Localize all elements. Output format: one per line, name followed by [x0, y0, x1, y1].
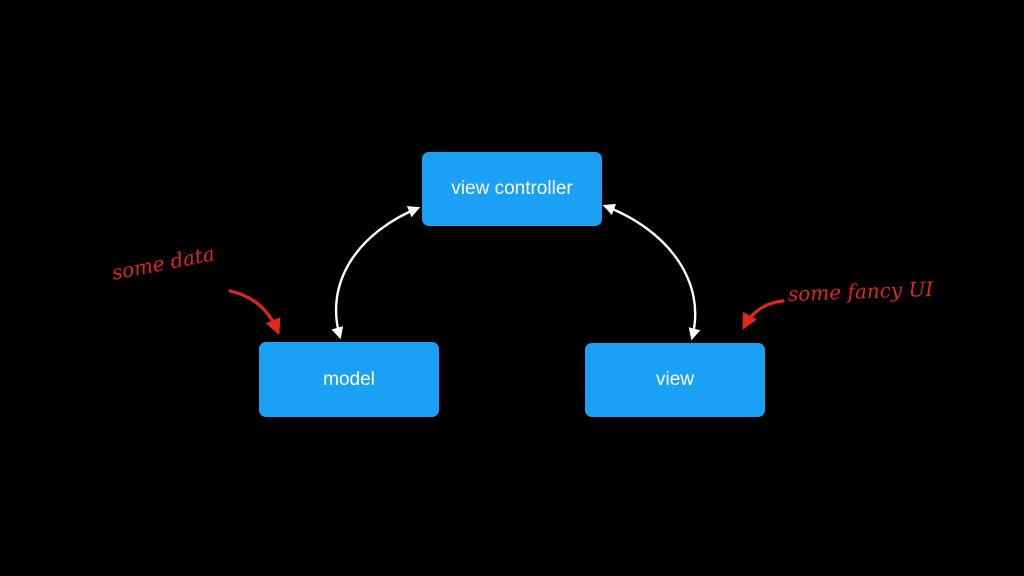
annotation-arrow-fancy — [742, 299, 785, 330]
edge-model-viewcontroller — [331, 206, 421, 340]
view-label: view — [655, 369, 694, 390]
model-node: model — [259, 342, 439, 417]
annotation-arrow-data — [228, 289, 281, 335]
edge-viewcontroller-view — [602, 203, 701, 341]
view-controller-label: view controller — [451, 178, 573, 199]
view-controller-node: view controller — [422, 152, 602, 226]
annotation-some-fancy-ui: some fancy UI — [787, 276, 934, 306]
model-label: model — [323, 368, 375, 390]
view-node: view — [585, 343, 765, 417]
